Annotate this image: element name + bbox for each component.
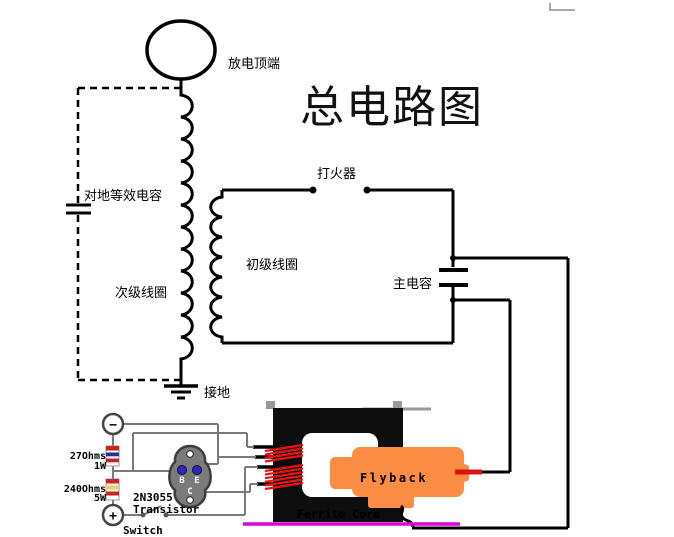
pin-label-e: E — [194, 476, 199, 486]
secondary-coil: 次级线圈 — [115, 79, 194, 386]
emitter-pin-icon — [192, 465, 202, 475]
ferrite-core-label: Ferrite Core — [297, 507, 380, 521]
stray-capacitor-symbol — [66, 203, 91, 215]
transistor-word-label: Transistor — [133, 503, 200, 516]
main-cap-label: 主电容 — [393, 276, 432, 291]
transistor-2n3055: B E C — [168, 444, 212, 509]
mount-hole-icon — [186, 496, 194, 504]
mount-tab-icon — [393, 401, 402, 409]
spark-gap-label: 打火器 — [317, 166, 356, 181]
base-pin-icon — [177, 465, 187, 475]
r1-power: 1W — [94, 461, 107, 472]
ground-label: 接地 — [204, 385, 230, 400]
flyback-transformer: Flyback — [330, 447, 482, 528]
primary-label: 初级线圈 — [246, 257, 298, 272]
mount-hole-icon — [186, 450, 194, 458]
switch-contact-dot — [163, 512, 169, 518]
hv-loop-wires — [412, 256, 570, 530]
main-capacitor: 主电容 — [393, 190, 468, 343]
r2-value: 240Ohms — [64, 484, 106, 495]
flyback-label: Flyback — [360, 471, 428, 485]
junction-dot — [450, 297, 456, 303]
switch-label: Switch — [123, 524, 163, 537]
toroid-label: 放电顶端 — [228, 56, 280, 71]
minus-sign: − — [109, 418, 117, 433]
junction-dot — [450, 255, 456, 261]
spark-gap: 打火器 — [222, 166, 453, 194]
stray-cap-label: 对地等效电容 — [84, 188, 162, 203]
pin-label-c: C — [187, 487, 192, 497]
stray-capacitance-box — [76, 86, 181, 382]
negative-terminal: − — [101, 412, 125, 436]
toroid-discharge-terminal: 放电顶端 — [145, 19, 280, 81]
primary-coil: 初级线圈 — [209, 190, 298, 343]
r2-power: 5W — [94, 493, 107, 504]
resistor-240ohm: 240Ohms 5W — [64, 478, 120, 504]
positive-terminal: + — [101, 503, 125, 527]
earth-ground-symbol — [164, 384, 198, 400]
page-title: 总电路图 — [300, 82, 484, 133]
transistor-part-label: 2N3055 — [133, 491, 173, 504]
pin-label-b: B — [179, 476, 185, 486]
switch-contact-dot — [140, 512, 146, 518]
r1-value: 27Ohms — [70, 451, 106, 462]
secondary-label: 次级线圈 — [115, 285, 167, 300]
plus-sign: + — [109, 509, 117, 524]
mount-tab-icon — [266, 401, 275, 409]
primary-windings-red — [264, 443, 304, 491]
driver-wires — [112, 423, 258, 516]
corner-artifact — [549, 3, 575, 11]
resistor-27ohm: 27Ohms 1W — [70, 445, 120, 472]
